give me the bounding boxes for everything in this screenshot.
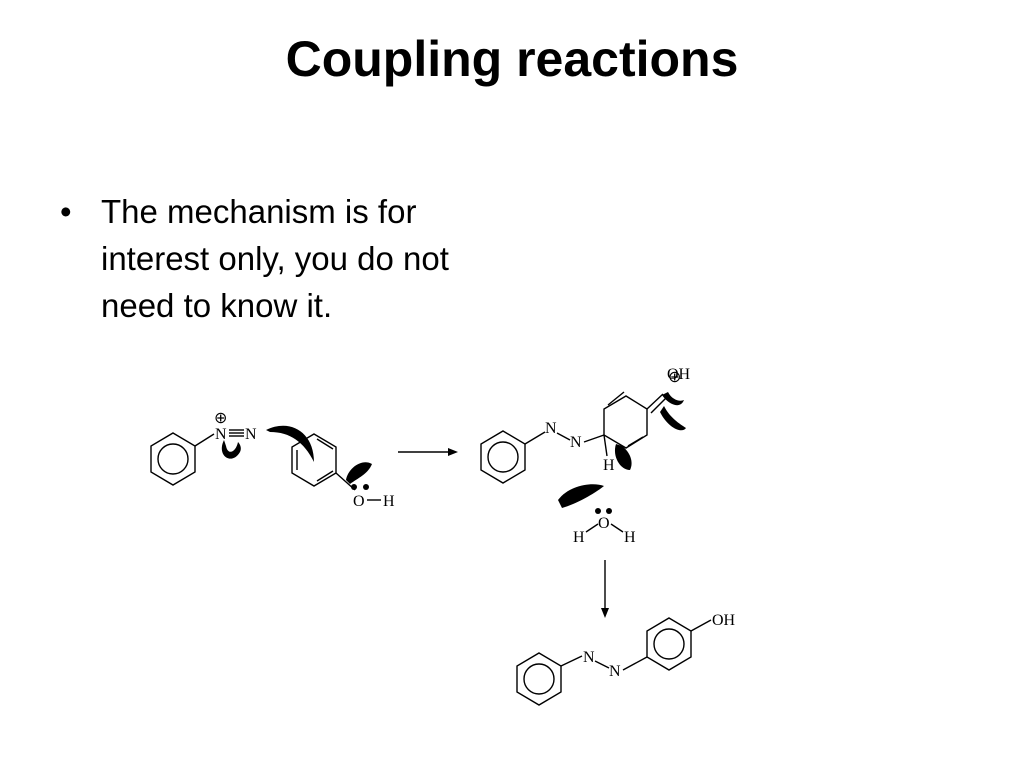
- benzene-ring-intermediate: [480, 430, 546, 484]
- benzene-ring-diazonium: [150, 432, 215, 486]
- lone-pair-dot: [363, 484, 369, 490]
- curly-arrow-icon: [660, 406, 686, 431]
- n2-label: N: [245, 426, 257, 443]
- n1-label: N: [215, 426, 227, 443]
- slide-title: Coupling reactions: [285, 31, 739, 87]
- bullet-item: • The mechanism is for interest only, yo…: [60, 188, 520, 329]
- o-phenol-label: O: [353, 493, 365, 510]
- bullet-marker: •: [60, 193, 72, 230]
- benzene-ring-product-right: [646, 617, 712, 671]
- oh-product-label: OH: [712, 612, 736, 629]
- bullet-text: The mechanism is for interest only, you …: [101, 193, 449, 324]
- benzene-ring-product-left: [516, 652, 583, 706]
- h-water-left-label: H: [573, 529, 585, 546]
- h-water-right-label: H: [624, 529, 636, 546]
- reaction-arrow-right-icon: [398, 448, 458, 456]
- curly-arrow-icon: [266, 425, 314, 462]
- h-sp3-label: H: [603, 457, 615, 474]
- oh-top-label: OH: [667, 366, 691, 383]
- cyclohexadienone-ring: [603, 391, 667, 457]
- curly-arrow-icon: [221, 440, 241, 459]
- curly-arrow-icon: [614, 444, 632, 470]
- lone-pair-dot: [351, 484, 357, 490]
- curly-arrow-icon: [346, 462, 372, 484]
- n4-label: N: [570, 434, 582, 451]
- o-water-label: O: [598, 515, 610, 532]
- n5-label: N: [583, 649, 595, 666]
- plus-charge-icon-2: ⊕: [668, 369, 681, 386]
- bullet-list: • The mechanism is for interest only, yo…: [60, 188, 520, 329]
- triple-bond: [229, 429, 244, 437]
- lone-pair-dot: [595, 508, 601, 514]
- h-phenol-label: H: [383, 493, 395, 510]
- curly-arrow-icon: [558, 484, 604, 508]
- curly-arrow-icon: [662, 392, 684, 406]
- lone-pair-dot: [606, 508, 612, 514]
- n6-label: N: [609, 663, 621, 680]
- n3-label: N: [545, 420, 557, 437]
- plus-charge-icon: ⊕: [214, 410, 227, 427]
- reaction-arrow-down-icon: [601, 560, 609, 618]
